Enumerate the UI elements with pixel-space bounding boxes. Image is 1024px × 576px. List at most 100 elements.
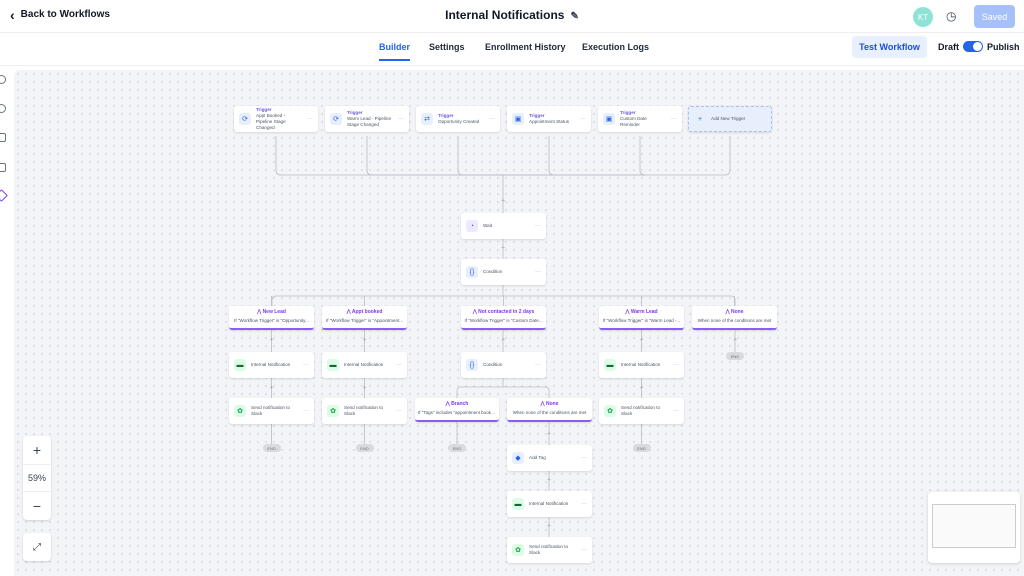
add-trigger-button[interactable]: +Add New Trigger [688, 106, 772, 132]
wait-node[interactable]: ◔Wait··· [461, 213, 546, 239]
more-options-icon[interactable]: ··· [535, 223, 541, 229]
branch-title: ⋀ None [725, 309, 744, 315]
slack-icon: ✿ [327, 405, 339, 417]
add-step-button[interactable]: + [546, 430, 552, 438]
branch-description: When none of the conditions are met [697, 318, 772, 323]
more-options-icon[interactable]: ··· [581, 547, 587, 553]
add-step-button[interactable]: + [546, 476, 552, 484]
tab-settings[interactable]: Settings [429, 42, 465, 52]
saved-button[interactable]: Saved [974, 5, 1015, 28]
expand-icon: ⤢ [33, 541, 41, 553]
pipeline-icon: ⟳ [239, 113, 251, 125]
condition-node[interactable]: {}Condition··· [461, 352, 546, 378]
notification-icon: ▬ [512, 498, 524, 510]
add-step-button[interactable]: + [362, 384, 367, 392]
avatar[interactable]: KT [913, 7, 933, 27]
more-options-icon[interactable]: ··· [673, 408, 679, 414]
fit-view-button[interactable]: ⤢ [23, 533, 51, 561]
add-step-button[interactable]: + [500, 336, 506, 344]
slack-icon: ✿ [512, 544, 524, 556]
tab-builder[interactable]: Builder [379, 42, 411, 61]
slack-notification-node[interactable]: ✿Send notification to Slack··· [507, 537, 592, 563]
internal-notification-node[interactable]: ▬ Internal Notification ··· [507, 491, 592, 517]
pencil-icon[interactable]: ✎ [570, 11, 579, 22]
top-header: ‹Back to Workflows Internal Notification… [0, 0, 1024, 33]
more-options-icon[interactable]: ··· [398, 116, 404, 122]
workflow-title[interactable]: Internal Notifications✎ [445, 8, 579, 22]
slack-notification-node[interactable]: ✿Send notification to Slack··· [599, 398, 684, 424]
add-step-button[interactable]: + [362, 336, 367, 344]
publish-toggle[interactable] [963, 41, 983, 52]
branch-title: ⋀ New Lead [257, 309, 286, 315]
comment-icon[interactable] [0, 133, 6, 142]
zoom-out-button[interactable]: − [32, 498, 42, 514]
add-step-button[interactable]: + [639, 384, 644, 392]
slack-notification-node[interactable]: ✿Send notification to Slack··· [322, 398, 407, 424]
add-step-button[interactable]: + [269, 384, 274, 392]
more-options-icon[interactable]: ··· [489, 116, 495, 122]
add-step-button[interactable]: + [500, 244, 506, 252]
history-icon[interactable]: ◷ [946, 9, 957, 23]
more-options-icon[interactable]: ··· [581, 501, 587, 507]
branch-description: If "Tags" includes "appointment booke... [418, 410, 498, 415]
tab-execution-logs[interactable]: Execution Logs [582, 42, 650, 52]
more-options-icon[interactable]: ··· [535, 362, 541, 368]
test-workflow-button[interactable]: Test Workflow [852, 36, 927, 58]
tag-icon: ◆ [512, 452, 524, 464]
more-options-icon[interactable]: ··· [303, 408, 309, 414]
add-step-button[interactable]: + [546, 522, 552, 530]
workflow-icon[interactable] [0, 189, 8, 202]
back-to-workflows-link[interactable]: ‹Back to Workflows [10, 6, 110, 23]
laptop-icon[interactable] [0, 163, 6, 172]
more-options-icon[interactable]: ··· [673, 362, 679, 368]
minimap[interactable] [928, 492, 1020, 563]
more-options-icon[interactable]: ··· [307, 116, 313, 122]
end-marker: END [632, 444, 651, 452]
minimap-viewport[interactable] [932, 504, 1016, 548]
add-step-button[interactable]: + [639, 336, 644, 344]
more-options-icon[interactable]: ··· [396, 408, 402, 414]
add-step-button[interactable]: + [269, 336, 274, 344]
add-tag-node[interactable]: ◆Add Tag··· [507, 445, 592, 471]
internal-notification-node[interactable]: ▬Internal Notification··· [229, 352, 314, 378]
slack-notification-node[interactable]: ✿Send notification to Slack··· [229, 398, 314, 424]
notification-icon: ▬ [327, 359, 339, 371]
globe-icon[interactable] [0, 104, 6, 113]
node-label: Wait [483, 223, 493, 229]
node-label: Internal Notification [529, 501, 569, 507]
more-options-icon[interactable]: ··· [303, 362, 309, 368]
more-options-icon[interactable]: ··· [581, 455, 587, 461]
branch-title: ⋀ None [540, 401, 559, 407]
add-step-button[interactable]: + [500, 197, 506, 205]
add-step-button[interactable]: + [732, 336, 738, 344]
node-label: Condition [483, 269, 503, 275]
more-options-icon[interactable]: ··· [535, 269, 541, 275]
zoom-in-button[interactable]: + [32, 442, 42, 458]
more-options-icon[interactable]: ··· [671, 116, 677, 122]
zoom-controls: + 59% − [23, 436, 51, 520]
end-marker: END [726, 352, 744, 360]
check-icon[interactable] [0, 75, 6, 84]
draft-label: Draft [938, 42, 960, 52]
more-options-icon[interactable]: ··· [580, 116, 586, 122]
plus-icon: + [694, 113, 706, 125]
tab-enrollment-history[interactable]: Enrollment History [485, 42, 566, 52]
internal-notification-node[interactable]: ▬Internal Notification··· [322, 352, 407, 378]
internal-notification-node[interactable]: ▬Internal Notification··· [599, 352, 684, 378]
branch-title: ⋀ Appt booked [346, 309, 383, 315]
condition-node[interactable]: {}Condition··· [461, 259, 546, 285]
more-options-icon[interactable]: ··· [396, 362, 402, 368]
